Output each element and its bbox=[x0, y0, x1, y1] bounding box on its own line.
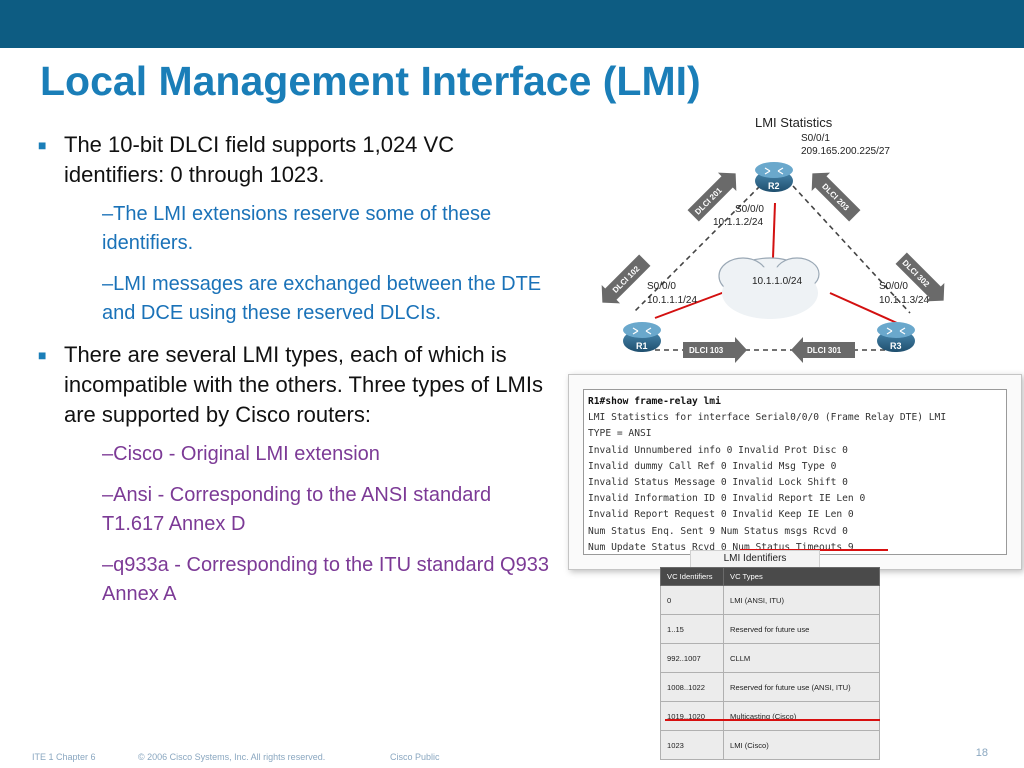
r3-ip: 10.1.1.3/24 bbox=[879, 295, 929, 306]
r2-ip: 10.1.1.2/24 bbox=[713, 217, 763, 228]
terminal-line: Num Status Enq. Sent 9 Num Status msgs R… bbox=[588, 525, 848, 537]
slide-title: Local Management Interface (LMI) bbox=[40, 58, 701, 104]
footer-copyright: © 2006 Cisco Systems, Inc. All rights re… bbox=[138, 752, 326, 762]
router-r1-label: R1 bbox=[636, 341, 648, 351]
bullet-text: There are several LMI types, each of whi… bbox=[64, 342, 543, 427]
dlci-201-arrow: DLCI 201 bbox=[687, 172, 737, 222]
table-cell: Reserved for future use (ANSI, ITU) bbox=[723, 672, 880, 702]
terminal-line: Invalid Status Message 0 Invalid Lock Sh… bbox=[588, 477, 848, 489]
frame-relay-cloud bbox=[718, 257, 820, 319]
link-r3-cloud bbox=[829, 292, 898, 324]
bullet-list: ■ The 10-bit DLCI field supports 1,024 VC… bbox=[38, 130, 558, 621]
r1-s000-label: S0/0/0 bbox=[647, 281, 676, 292]
cli-prompt: R1# bbox=[588, 396, 606, 407]
table-cell: 1019..1020 bbox=[660, 701, 724, 731]
table-cell: 1..15 bbox=[660, 614, 724, 644]
table-header: VC Identifiers bbox=[660, 567, 724, 586]
terminal-output-panel: R1#show frame-relay lmi LMI Statistics f… bbox=[568, 374, 1022, 570]
router-r3-icon bbox=[877, 322, 915, 352]
footer-classification: Cisco Public bbox=[390, 752, 440, 762]
table-cell: CLLM bbox=[723, 643, 880, 673]
terminal-line: TYPE = ANSI bbox=[588, 428, 652, 440]
router-r1-icon bbox=[623, 322, 661, 352]
terminal-line: Invalid Report Request 0 Invalid Keep IE… bbox=[588, 509, 854, 521]
table-cell: LMI (ANSI, ITU) bbox=[723, 585, 880, 615]
terminal-line: Invalid Information ID 0 Invalid Report … bbox=[588, 493, 866, 505]
table-header: VC Types bbox=[723, 567, 880, 586]
link-r1-cloud bbox=[654, 289, 731, 319]
r2-s001-label: S0/0/1 bbox=[801, 133, 830, 144]
r3-s000-label: S0/0/0 bbox=[879, 281, 908, 292]
r2-s000-label: S0/0/0 bbox=[735, 204, 764, 215]
dlci-203-arrow: DLCI 203 bbox=[811, 172, 861, 222]
cloud-label: 10.1.1.0/24 bbox=[752, 276, 802, 287]
sub-bullet: –The LMI extensions reserve some of thes… bbox=[102, 203, 492, 254]
r2-public-ip: 209.165.200.225/27 bbox=[801, 146, 890, 157]
dlci-103-arrow: DLCI 103 bbox=[683, 337, 747, 363]
table-cell: Multicasting (Cisco) bbox=[723, 701, 880, 731]
square-bullet-icon: ■ bbox=[38, 347, 47, 363]
square-bullet-icon: ■ bbox=[38, 137, 47, 153]
page-number: 18 bbox=[975, 747, 988, 759]
sub-bullet: –LMI messages are exchanged between the … bbox=[102, 273, 542, 324]
terminal-line: LMI Statistics for interface Serial0/0/0… bbox=[588, 412, 947, 424]
diagram-title: LMI Statistics bbox=[755, 115, 833, 130]
router-r2-label: R2 bbox=[768, 181, 780, 191]
top-banner bbox=[0, 0, 1024, 48]
terminal-output: R1#show frame-relay lmi LMI Statistics f… bbox=[583, 389, 1007, 555]
table-cell: 992..1007 bbox=[660, 643, 724, 673]
pvc-r2-r1 bbox=[632, 185, 761, 314]
dlci-301-arrow: DLCI 301 bbox=[791, 337, 855, 363]
dlci-301-label: DLCI 301 bbox=[807, 346, 842, 355]
pvc-r2-r3 bbox=[792, 185, 911, 314]
sub-bullet: –Cisco - Original LMI extension bbox=[102, 443, 380, 465]
dlci-102-arrow: DLCI 102 bbox=[601, 254, 651, 304]
bullet-text: The 10-bit DLCI field supports 1,024 VC … bbox=[64, 132, 455, 187]
dlci-103-label: DLCI 103 bbox=[689, 346, 724, 355]
table-cell: 1008..1022 bbox=[660, 672, 724, 702]
terminal-line: Invalid Unnumbered info 0 Invalid Prot D… bbox=[588, 444, 848, 456]
table-cell: 1023 bbox=[660, 730, 724, 760]
cli-command: show frame-relay lmi bbox=[605, 396, 721, 407]
bullet-item: ■ There are several LMI types, each of wh… bbox=[38, 340, 558, 430]
table-cell: 0 bbox=[660, 585, 724, 615]
table-cell: LMI (Cisco) bbox=[723, 730, 880, 760]
lmi-table-caption: LMI Identifiers bbox=[690, 550, 820, 568]
footer-course: ITE 1 Chapter 6 bbox=[32, 752, 96, 762]
terminal-line: Num Update Status Rcvd 0 Num Status Time… bbox=[588, 541, 854, 553]
table-header-row: VC Identifiers VC Types bbox=[660, 567, 880, 586]
router-r2-icon bbox=[755, 162, 793, 192]
terminal-line: Invalid dummy Call Ref 0 Invalid Msg Typ… bbox=[588, 460, 837, 472]
link-r2-cloud bbox=[772, 202, 776, 259]
multicast-row-highlight bbox=[665, 719, 880, 721]
bullet-item: ■ The 10-bit DLCI field supports 1,024 VC… bbox=[38, 130, 558, 190]
r1-ip: 10.1.1.1/24 bbox=[647, 295, 697, 306]
router-r3-label: R3 bbox=[890, 341, 902, 351]
network-diagram: LMI Statistics 10.1.1.0/24 R2 R1 R3 S0/0… bbox=[601, 115, 945, 363]
table-cell: Reserved for future use bbox=[723, 614, 880, 644]
sub-bullet: –q933a - Corresponding to the ITU standa… bbox=[102, 554, 549, 605]
sub-bullet: –Ansi - Corresponding to the ANSI standa… bbox=[102, 484, 492, 535]
